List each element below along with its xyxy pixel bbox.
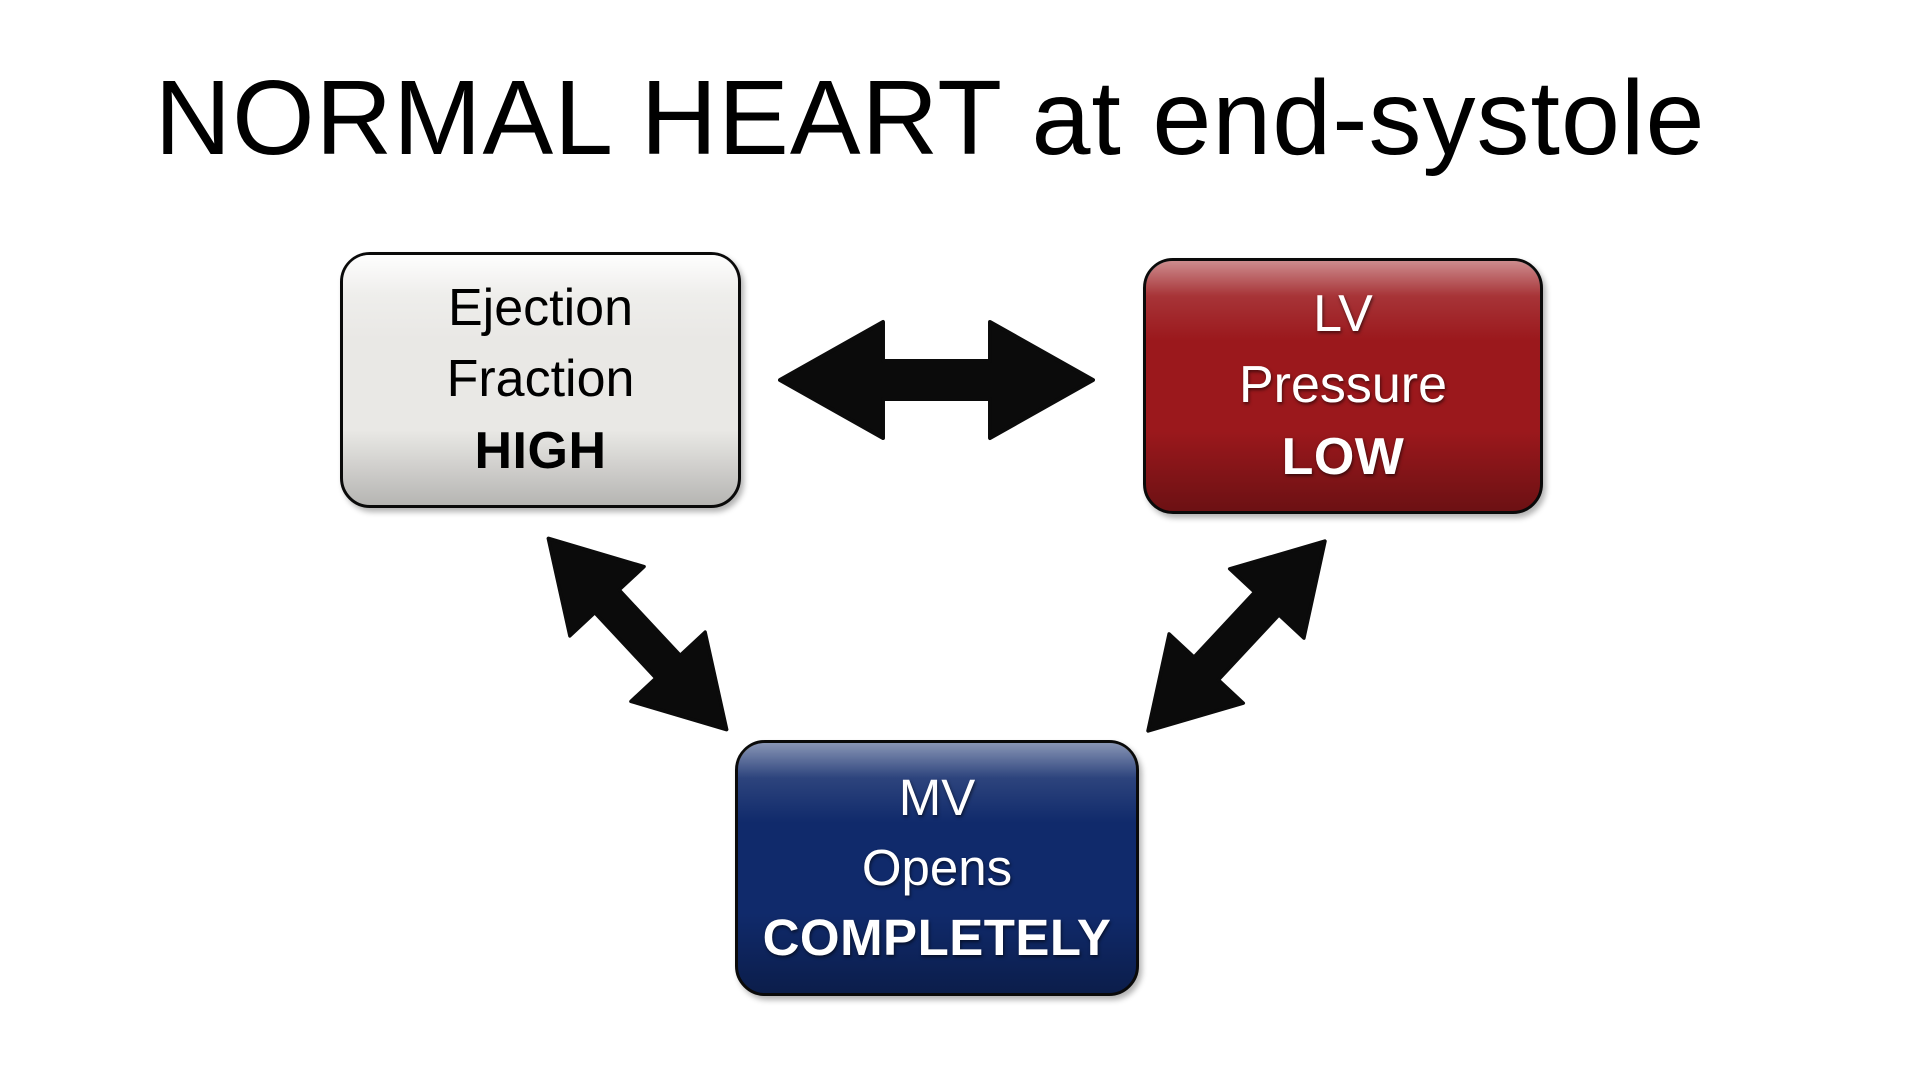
double-arrow-diagonal-left-shape bbox=[546, 536, 729, 732]
node-mv-opens-line1: MV bbox=[898, 769, 976, 827]
node-mv-opens-line2: Opens bbox=[861, 839, 1013, 897]
node-mv-opens: MV Opens COMPLETELY bbox=[735, 740, 1139, 996]
double-arrow-diagonal-right-shape bbox=[1146, 539, 1327, 733]
node-ejection-fraction-line1: Ejection bbox=[448, 279, 633, 338]
slide-title: NORMAL HEART at end-systole bbox=[154, 59, 1706, 177]
node-ejection-fraction: Ejection Fraction HIGH bbox=[340, 252, 741, 508]
double-arrow-diagonal-right-icon bbox=[1106, 502, 1367, 771]
node-lv-pressure-line2: Pressure bbox=[1238, 356, 1448, 415]
double-arrow-horizontal-icon bbox=[778, 316, 1095, 444]
node-ejection-fraction-emphasis: HIGH bbox=[474, 421, 607, 480]
double-arrow-diagonal-left-icon bbox=[506, 499, 769, 769]
node-mv-opens-emphasis: COMPLETELY bbox=[762, 908, 1112, 966]
node-lv-pressure-line1: LV bbox=[1313, 285, 1373, 344]
node-ejection-fraction-line2: Fraction bbox=[446, 350, 635, 409]
double-arrow-horizontal-shape bbox=[778, 320, 1095, 440]
node-lv-pressure-emphasis: LOW bbox=[1281, 427, 1405, 486]
node-lv-pressure: LV Pressure LOW bbox=[1143, 258, 1543, 514]
